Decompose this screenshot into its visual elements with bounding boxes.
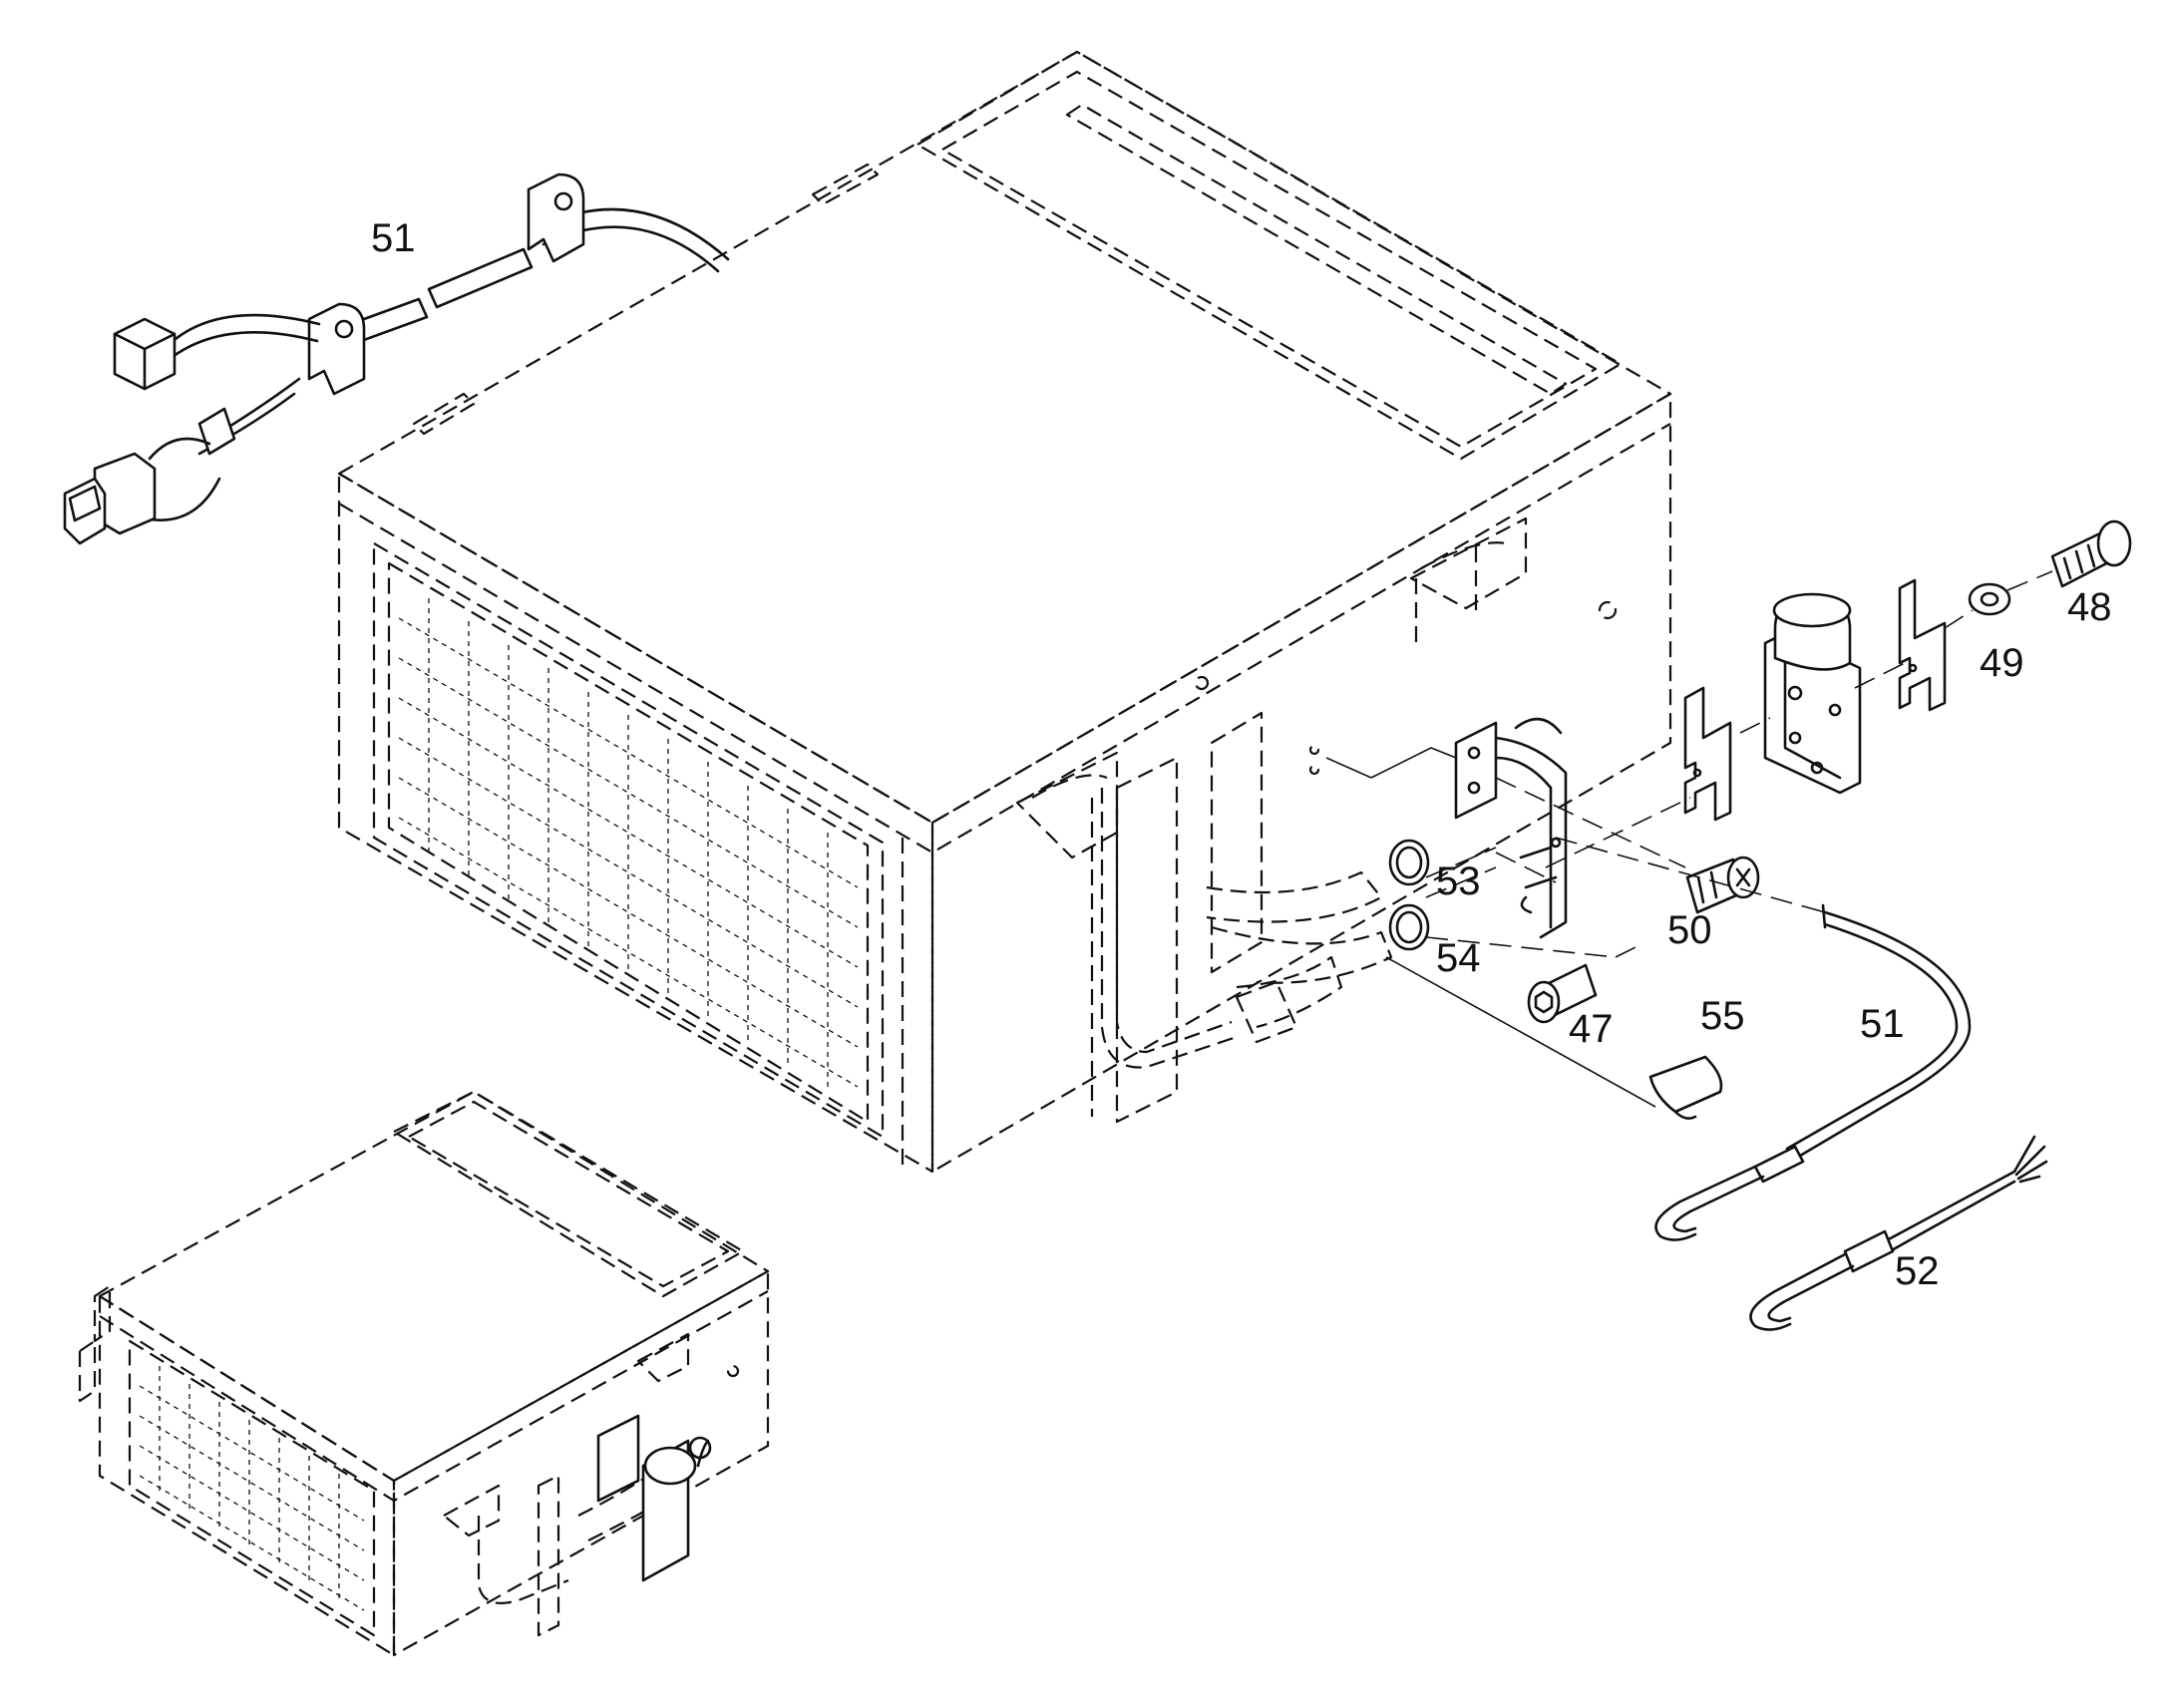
- callout-48: 48: [2067, 585, 2112, 629]
- gasket-plate-left: [1683, 686, 1732, 822]
- main-unit-grille: [398, 598, 859, 1092]
- callout-55: 55: [1700, 994, 1745, 1038]
- o-ring-lower: [1388, 903, 1430, 951]
- callout-51-harness: 51: [371, 216, 416, 260]
- callout-47: 47: [1569, 1007, 1614, 1051]
- callout-54: 54: [1436, 936, 1481, 980]
- assembly-leader-lines: [1325, 570, 2053, 1108]
- socket-head-screw: [1527, 963, 1598, 1024]
- callout-52: 52: [1895, 1249, 1940, 1293]
- temperature-sensor: [1654, 903, 1972, 1241]
- secondary-unit-grille: [139, 1366, 365, 1611]
- main-unit-housing: [337, 50, 1672, 1174]
- callout-51-sensor: 51: [1860, 1002, 1905, 1046]
- o-ring-upper: [1388, 839, 1430, 886]
- phillips-screw: [1685, 855, 1760, 914]
- callout-53: 53: [1436, 859, 1481, 903]
- callout-49: 49: [1980, 641, 2024, 685]
- gasket-plate-right: [1898, 578, 1947, 712]
- secondary-unit-housing: [78, 1090, 770, 1657]
- mounting-bracket: [1454, 717, 1568, 939]
- temperature-sensor-wired: [1749, 1135, 2048, 1331]
- secondary-unit-valve: [596, 1414, 712, 1582]
- socket-head-screw-top: [2050, 519, 2132, 588]
- sensor-harness-top: [63, 172, 730, 545]
- sensor-clip: [1648, 1055, 1723, 1120]
- expansion-valve: [1763, 592, 1862, 795]
- washer: [1968, 582, 2011, 616]
- callout-50: 50: [1667, 908, 1712, 952]
